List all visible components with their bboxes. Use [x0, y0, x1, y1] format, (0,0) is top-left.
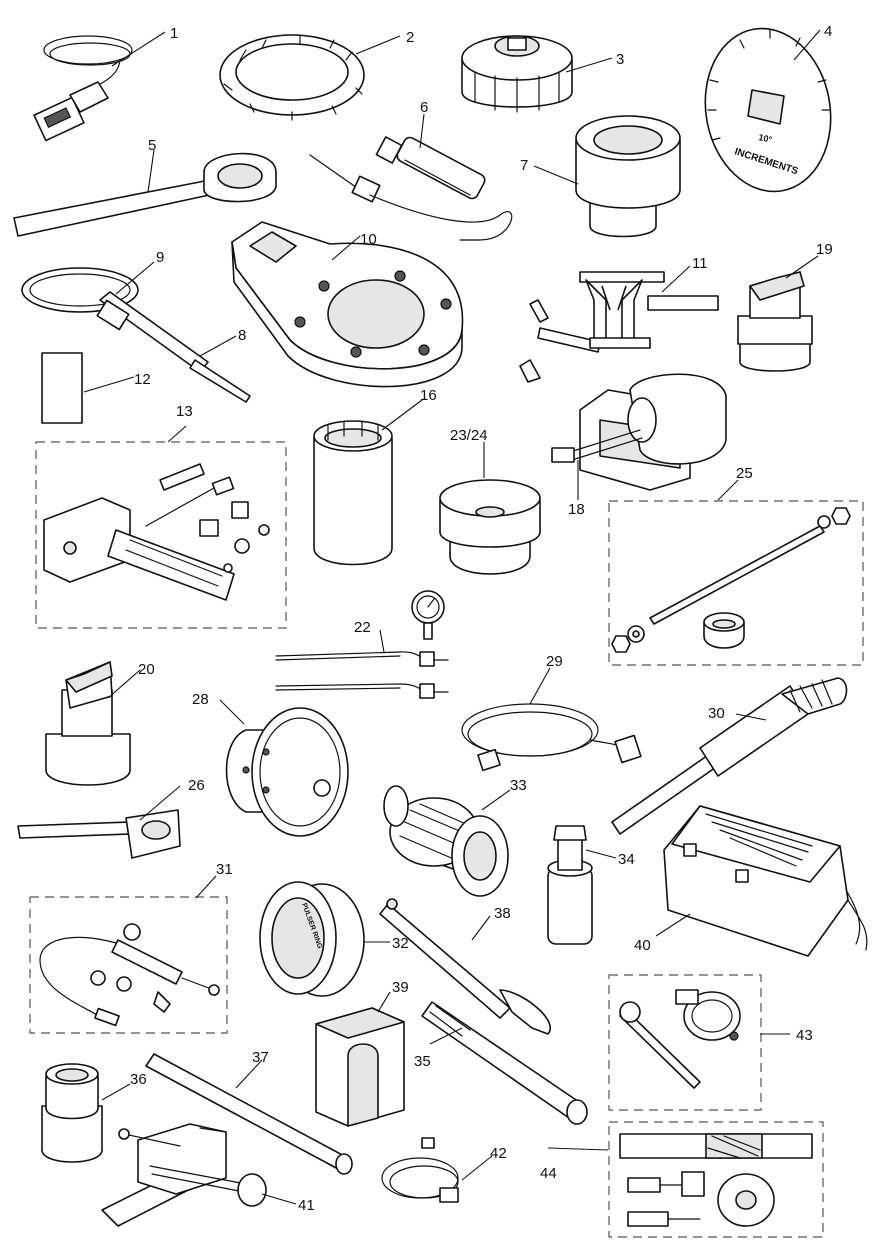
callout-41: 41 — [298, 1197, 315, 1214]
callout-42: 42 — [490, 1145, 507, 1162]
kit-box-13 — [35, 441, 287, 629]
callout-1: 1 — [170, 25, 178, 42]
tool-11-clamp — [519, 271, 719, 383]
kit-box-43 — [608, 974, 762, 1111]
tool-32-pulser-ring: PULSER RING — [259, 881, 365, 997]
callout-40: 40 — [634, 937, 651, 954]
callout-16: 16 — [420, 387, 437, 404]
callout-18: 18 — [568, 501, 585, 518]
callout-39: 39 — [392, 979, 409, 996]
callout-32: 32 — [392, 935, 409, 952]
tool-6-vacuum-pump — [309, 136, 513, 241]
callout-numbers: 1 2 3 4 5 6 7 8 9 10 11 12 13 16 23/24 1… — [130, 23, 833, 1214]
callout-10: 10 — [360, 231, 377, 248]
kit-box-25 — [608, 500, 864, 666]
tool-36-bush — [41, 1063, 103, 1163]
callout-9: 9 — [156, 249, 164, 266]
tool-31-kit — [39, 923, 220, 1027]
tool-10-holding-plate — [231, 221, 464, 388]
tool-42-cable — [381, 1137, 459, 1203]
tool-16-castle-socket — [313, 420, 393, 566]
callout-12: 12 — [134, 371, 151, 388]
tool-26-spanner — [17, 809, 181, 859]
callout-33: 33 — [510, 777, 527, 794]
leader-lines — [83, 29, 821, 1205]
callout-26: 26 — [188, 777, 205, 794]
tool-12-shim — [41, 352, 83, 424]
callout-38: 38 — [494, 905, 511, 922]
tool-1-diagnostic-cable — [33, 35, 133, 142]
tool-30-slide-hammer — [611, 677, 848, 835]
tool-28-drum — [225, 707, 349, 837]
callout-35: 35 — [414, 1053, 431, 1070]
callout-8: 8 — [238, 327, 246, 344]
tool-5-holding-spanner — [13, 152, 277, 237]
callout-37: 37 — [252, 1049, 269, 1066]
tool-38-c-spanner — [379, 898, 551, 1035]
callout-11: 11 — [692, 255, 708, 272]
callout-13: 13 — [176, 403, 193, 420]
tool-44-kit — [619, 1133, 813, 1227]
tool-25-kit — [611, 507, 851, 653]
callout-2: 2 — [406, 29, 414, 46]
callout-31: 31 — [216, 861, 233, 878]
callout-7: 7 — [520, 157, 528, 174]
tool-29-cable — [461, 703, 642, 772]
callout-19: 19 — [816, 241, 833, 258]
tool-43-kit — [619, 989, 741, 1089]
tool-22-pressure-gauge — [275, 590, 449, 699]
callout-36: 36 — [130, 1071, 147, 1088]
tool-19-adaptor — [737, 271, 813, 372]
callout-34: 34 — [618, 851, 635, 868]
tool-35-bar — [421, 1001, 588, 1125]
callout-22: 22 — [354, 619, 371, 636]
callout-23-24: 23/24 — [450, 427, 488, 444]
callout-6: 6 — [420, 99, 428, 116]
tool-37-tube — [145, 1053, 353, 1175]
tool-13-kit — [43, 463, 270, 601]
tool-2-locking-ring — [219, 34, 365, 121]
tool-3-filter-wrench — [461, 35, 573, 113]
degree-wheel-label-1: 10° — [758, 132, 774, 145]
tool-41-puller — [101, 1123, 267, 1227]
tool-34-jack — [547, 825, 593, 945]
tool-18-press — [551, 373, 727, 491]
tool-39-block — [315, 1007, 405, 1127]
tool-9-strap-wrench — [21, 267, 251, 403]
tool-23-24-cup — [439, 479, 541, 575]
tool-7-socket — [575, 115, 681, 238]
tool-20-adaptor — [45, 661, 131, 786]
tool-40-battery-charger — [663, 805, 868, 957]
callout-3: 3 — [616, 51, 624, 68]
callout-44: 44 — [540, 1165, 557, 1182]
callout-20: 20 — [138, 661, 155, 678]
tool-4-degree-wheel: 10° INCREMENTS — [704, 27, 832, 193]
kit-box-31 — [29, 896, 228, 1034]
callout-5: 5 — [148, 137, 156, 154]
tool-33-knurled-drum — [383, 785, 509, 897]
callout-4: 4 — [824, 23, 832, 40]
kit-box-44 — [608, 1121, 824, 1238]
callout-25: 25 — [736, 465, 753, 482]
callout-30: 30 — [708, 705, 725, 722]
callout-28: 28 — [192, 691, 209, 708]
callout-29: 29 — [546, 653, 563, 670]
callout-43: 43 — [796, 1027, 813, 1044]
